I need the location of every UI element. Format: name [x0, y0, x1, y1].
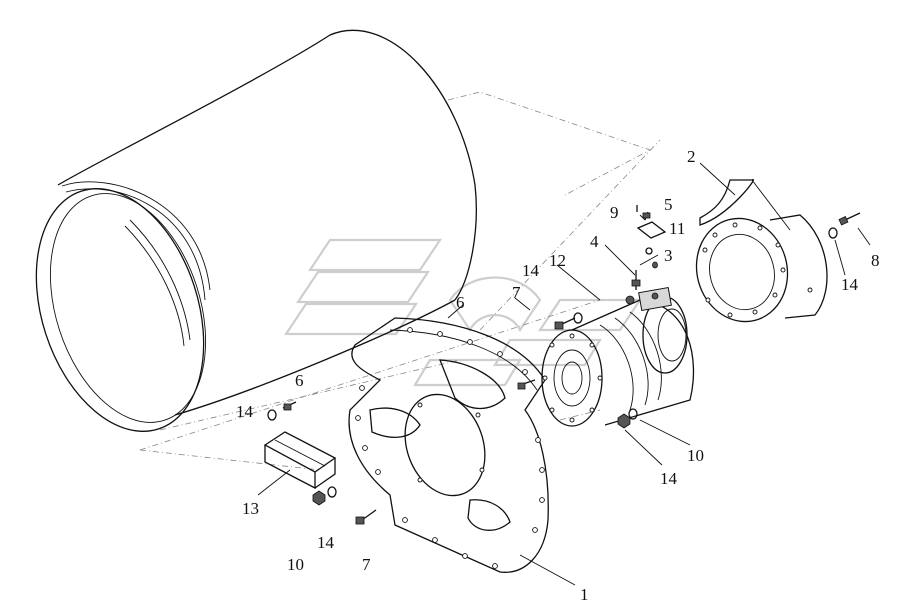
label-4: 4: [590, 232, 599, 251]
label-14-lower: 14: [317, 533, 335, 552]
label-6-center: 6: [456, 293, 465, 312]
label-1: 1: [580, 585, 589, 604]
label-13: 13: [242, 499, 259, 518]
drum-shell: [35, 29, 477, 432]
label-6-left: 6: [295, 371, 304, 390]
label-2: 2: [687, 147, 696, 166]
leader-lines: [257, 162, 871, 586]
construction-lines: [139, 91, 661, 471]
label-3: 3: [664, 246, 673, 265]
part-labels: 1 2 3 4 5 6 6 7 7 8 9 10 10 11 12 13 14 …: [236, 147, 880, 604]
bracket-bolt-holes: [702, 222, 813, 318]
label-14-upper: 14: [522, 261, 540, 280]
label-10-left: 10: [287, 555, 304, 574]
bolt-hole-ring: [355, 327, 545, 569]
label-5: 5: [664, 195, 673, 214]
label-14-left: 14: [236, 402, 254, 421]
fasteners: [267, 205, 861, 525]
label-12: 12: [549, 251, 566, 270]
support-bracket: [695, 179, 828, 323]
flange-bolt-holes: [542, 333, 603, 423]
label-9: 9: [610, 203, 619, 222]
label-10-right: 10: [687, 446, 704, 465]
label-14-right: 14: [841, 275, 859, 294]
label-14-motor: 14: [660, 469, 678, 488]
mounting-block: [263, 431, 337, 490]
label-7-upper: 7: [512, 283, 521, 302]
watermark-logo: [283, 238, 643, 387]
label-7-lower: 7: [362, 555, 371, 574]
label-11: 11: [669, 219, 685, 238]
label-8: 8: [871, 251, 880, 270]
spider-plate: [348, 317, 549, 573]
reducer-motor: [541, 286, 695, 427]
